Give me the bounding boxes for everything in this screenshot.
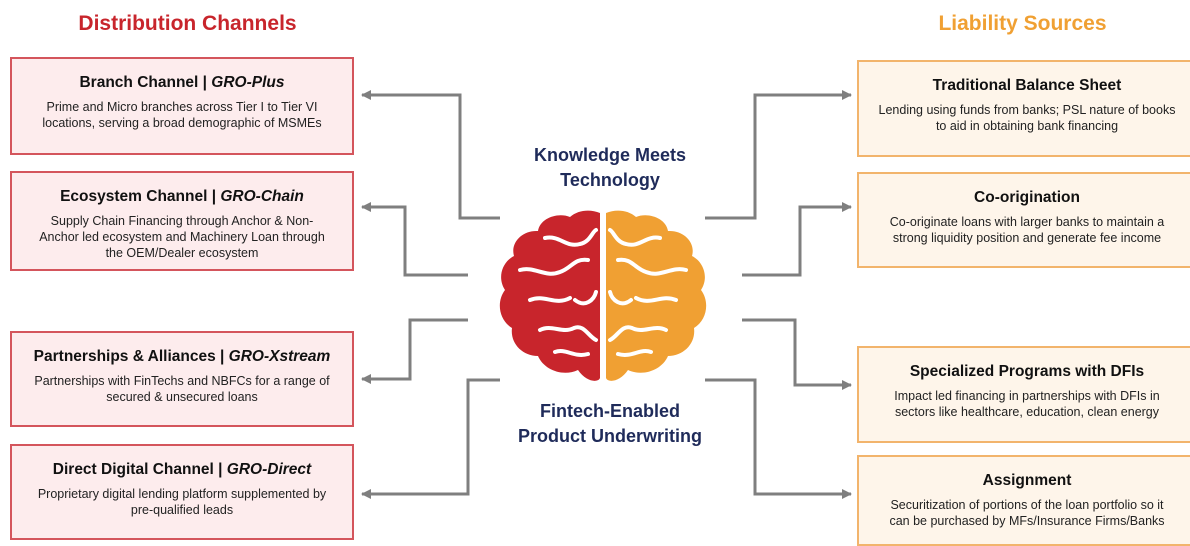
- branch-channel-card: Branch Channel | GRO-Plus Prime and Micr…: [10, 57, 354, 155]
- brain-icon: [499, 210, 707, 381]
- connector-to-direct-digital: [361, 378, 500, 499]
- connector-to-ecosystem-channel: [361, 202, 468, 277]
- card-title: Co-origination: [974, 189, 1080, 206]
- traditional-balance-sheet-card: Traditional Balance Sheet Lending using …: [857, 60, 1190, 157]
- brand-name: GRO-Xstream: [228, 348, 331, 365]
- liability-sources-heading: Liability Sources: [938, 12, 1107, 35]
- brand-name: GRO-Chain: [220, 188, 304, 205]
- co-origination-card: Co-origination Co-originate loans with l…: [857, 172, 1190, 268]
- card-title: Ecosystem Channel | GRO-Chain: [60, 188, 304, 205]
- specialized-programs-dfis-card: Specialized Programs with DFIs Impact le…: [857, 346, 1190, 443]
- card-title: Specialized Programs with DFIs: [909, 363, 1145, 380]
- card-description: Supply Chain Financing through Anchor & …: [39, 214, 325, 260]
- assignment-card: Assignment Securitization of portions of…: [857, 455, 1190, 546]
- brand-name: GRO-Plus: [211, 74, 285, 91]
- brain-left-hemisphere: [499, 210, 600, 381]
- card-description: Partnerships with FinTechs and NBFCs for…: [34, 374, 330, 404]
- card-description: Proprietary digital lending platform sup…: [37, 487, 327, 517]
- ecosystem-channel-card: Ecosystem Channel | GRO-Chain Supply Cha…: [10, 171, 354, 271]
- connector-to-traditional-balance-sheet: [705, 90, 852, 220]
- connector-to-partnerships: [361, 318, 468, 384]
- card-title: Direct Digital Channel | GRO-Direct: [52, 461, 312, 478]
- connector-to-branch-channel: [361, 90, 500, 220]
- connector-to-co-origination: [742, 202, 852, 277]
- brain-right-hemisphere: [606, 210, 707, 381]
- card-description: Prime and Micro branches across Tier I t…: [42, 100, 322, 130]
- card-description: Lending using funds from banks; PSL natu…: [878, 103, 1176, 133]
- card-title: Traditional Balance Sheet: [932, 77, 1122, 94]
- connector-to-assignment: [705, 378, 852, 499]
- card-title: Partnerships & Alliances | GRO-Xstream: [33, 348, 331, 365]
- connector-to-specialized-programs: [742, 318, 852, 390]
- distribution-channels-heading: Distribution Channels: [78, 12, 297, 35]
- card-description: Securitization of portions of the loan p…: [889, 498, 1165, 528]
- brand-name: GRO-Direct: [226, 461, 312, 478]
- card-title: Assignment: [982, 472, 1072, 489]
- partnerships-alliances-card: Partnerships & Alliances | GRO-Xstream P…: [10, 331, 354, 427]
- card-title: Branch Channel | GRO-Plus: [79, 74, 285, 91]
- card-description: Impact led financing in partnerships wit…: [894, 389, 1160, 419]
- card-description: Co-originate loans with larger banks to …: [889, 215, 1165, 245]
- direct-digital-channel-card: Direct Digital Channel | GRO-Direct Prop…: [10, 444, 354, 540]
